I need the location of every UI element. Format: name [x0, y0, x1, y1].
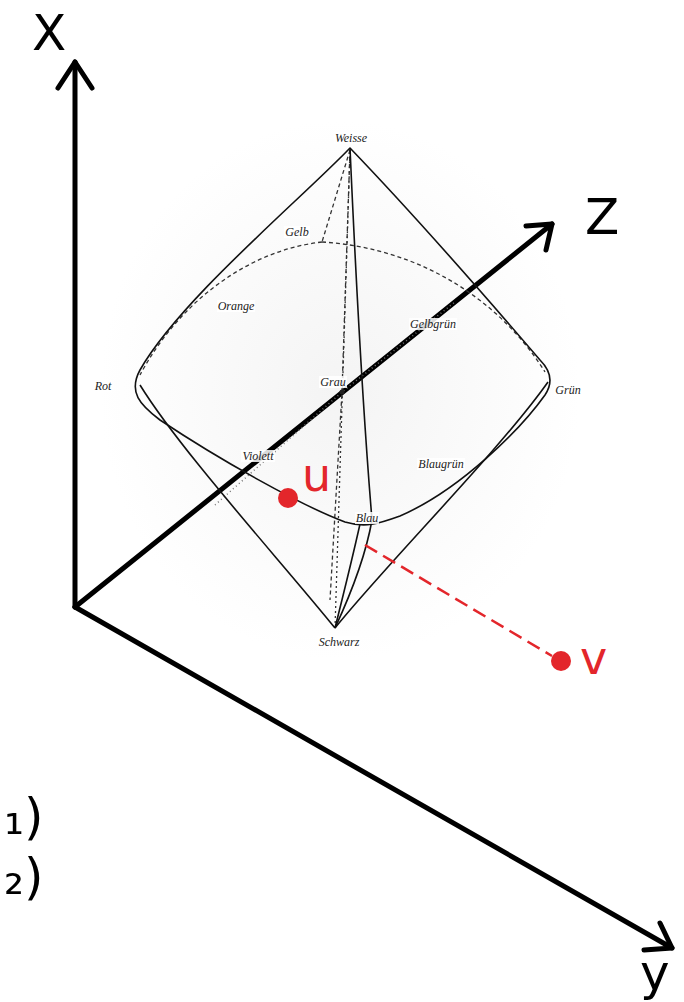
octahedron-outline [135, 148, 550, 628]
color-name: Gelbgrün [409, 318, 457, 330]
point-label: v [580, 635, 607, 681]
center-dot [340, 390, 345, 395]
color-name: Schwarz [318, 636, 361, 648]
point-u [278, 488, 298, 508]
cropped-text: ₂) [4, 852, 44, 902]
axis-label: X [32, 8, 66, 58]
color-name: Blau [355, 512, 380, 524]
color-name: Weisse [334, 132, 368, 144]
color-name: Gelb [284, 226, 309, 238]
axis-label: Z [585, 192, 619, 242]
cropped-text: ₁) [4, 792, 44, 842]
hidden-edges [140, 150, 545, 628]
point-v [551, 651, 571, 671]
color-name: Grau [319, 376, 346, 388]
color-name: Violett [241, 450, 274, 462]
color-name: Orange [217, 300, 256, 312]
color-name: Grün [554, 384, 581, 396]
point-label: u [302, 452, 331, 498]
color-name: Blaugrün [417, 458, 464, 470]
color-name: Rot [94, 380, 113, 392]
axis-label: y [640, 948, 670, 998]
axes [58, 62, 672, 950]
projection-line [365, 545, 552, 656]
paper-ground [100, 120, 580, 660]
gray-axis [215, 302, 455, 505]
